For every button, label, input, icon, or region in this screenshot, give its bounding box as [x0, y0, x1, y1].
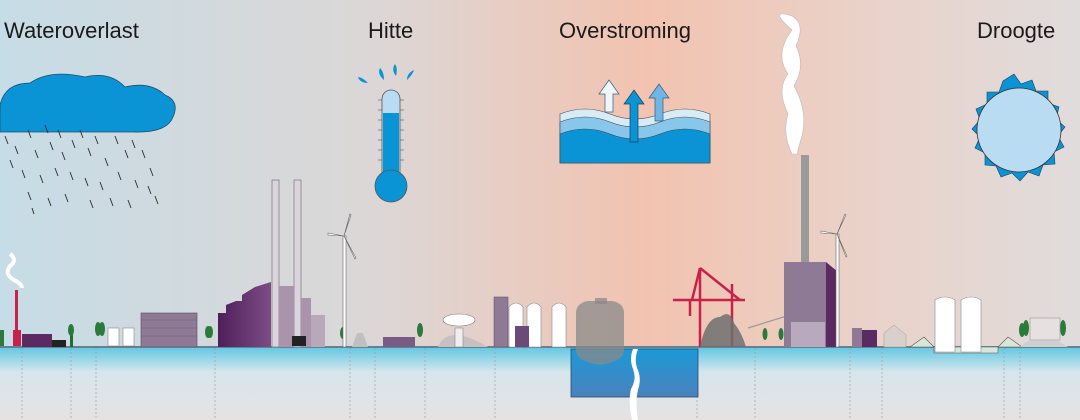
hazard-label-wateroverlast: Wateroverlast [4, 18, 139, 43]
rising-water-icon [559, 79, 711, 164]
wind-turbine-icon [327, 213, 357, 348]
hazard-label-overstroming: Overstroming [559, 18, 692, 43]
sun-icon [971, 73, 1066, 182]
thermometer-icon [358, 64, 414, 203]
hazard-label-droogte: Droogte [977, 18, 1056, 43]
rain-cloud-icon [0, 73, 176, 215]
hazard-label-hitte: Hitte [368, 18, 414, 43]
gantry-crane-icon [673, 267, 745, 347]
